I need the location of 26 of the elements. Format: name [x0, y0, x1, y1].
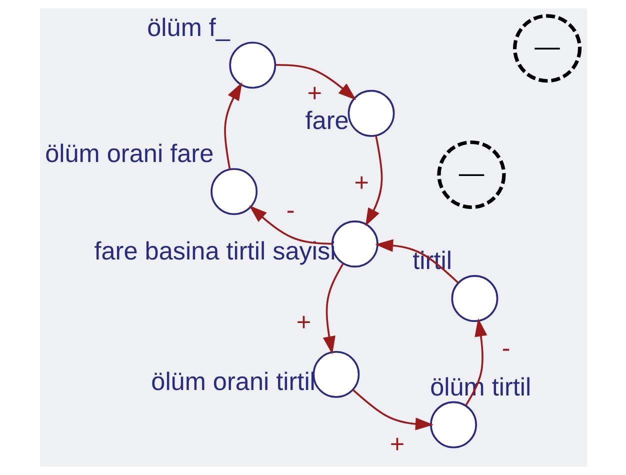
node-circle [450, 275, 498, 322]
label: — [534, 33, 560, 62]
node-circle [210, 168, 258, 215]
node-label: ölüm f_ [146, 14, 230, 42]
arrow [322, 263, 344, 354]
node-circle [228, 42, 276, 89]
edge-label: + [296, 308, 311, 336]
node-label: ölüm orani tirtil [150, 368, 315, 396]
edge-label: - [286, 196, 294, 224]
edge-label: - [501, 334, 510, 362]
node-label: fare [304, 107, 348, 136]
arrow [275, 64, 356, 100]
node-circle [347, 90, 394, 137]
edge-label: + [306, 79, 322, 108]
edge-label: + [389, 430, 404, 459]
arrow [352, 389, 434, 430]
node-circle [430, 401, 476, 448]
label: — [458, 159, 484, 188]
edge-label: + [354, 169, 369, 198]
arrow [464, 318, 487, 406]
arrow [364, 135, 382, 226]
arrow [248, 205, 332, 245]
node-label: ölüm orani fare [44, 140, 214, 168]
arrow [224, 82, 242, 170]
node-label: fare basina tirtil sayisi [94, 238, 336, 266]
node-circle [312, 350, 360, 398]
